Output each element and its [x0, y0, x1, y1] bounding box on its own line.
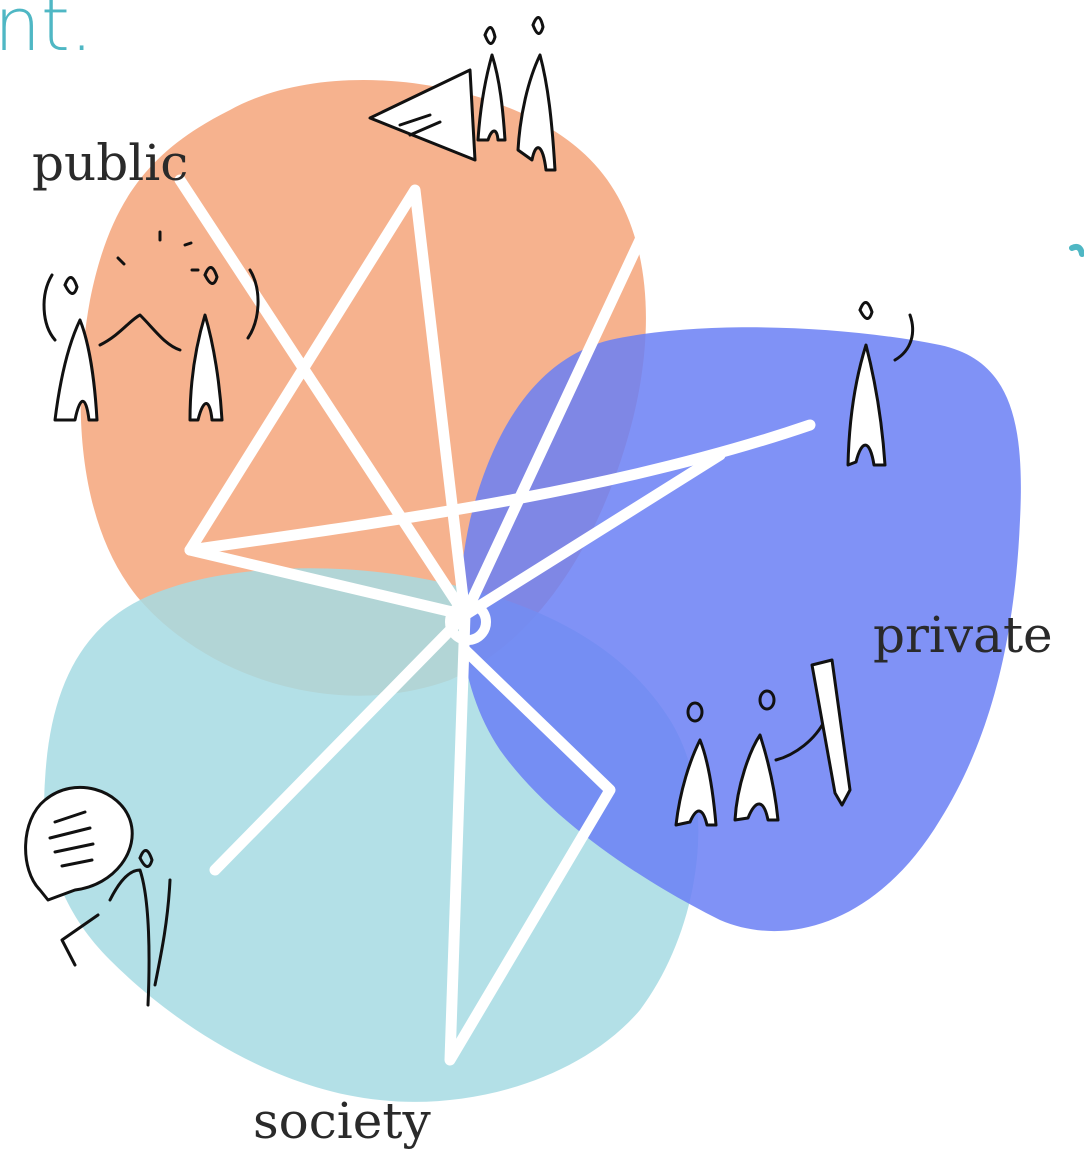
label-private: private — [873, 606, 1053, 664]
label-public: public — [32, 134, 188, 192]
two-people-with-pencil-icon — [674, 658, 852, 827]
title-fragment: nt. — [0, 0, 93, 68]
edge-mark — [1069, 243, 1084, 257]
two-people-talking-icon — [42, 230, 260, 422]
connection-network — [174, 174, 816, 1066]
person-thinking-icon — [846, 301, 915, 467]
person-with-speech-bubble-icon — [24, 785, 172, 1007]
people-with-table-icon — [368, 16, 557, 172]
label-society: society — [253, 1092, 431, 1149]
